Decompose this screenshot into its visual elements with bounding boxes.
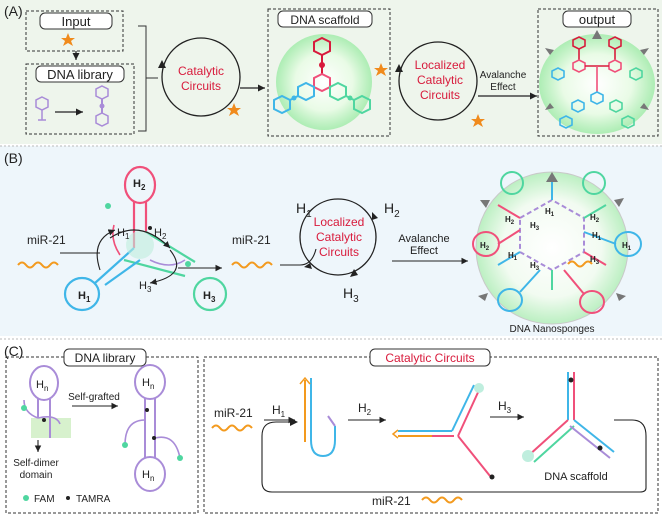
ns-h1-c: H1 xyxy=(508,251,518,262)
h1h2-complex-icon xyxy=(391,383,491,477)
avalanche-b-2: Effect xyxy=(410,245,438,257)
panel-b-label: (B) xyxy=(4,150,23,166)
panel-c-label: (C) xyxy=(4,343,23,359)
output-box xyxy=(537,8,659,137)
self-dimer-label-1: Self-dimer xyxy=(13,458,59,469)
output-label: output xyxy=(579,12,616,27)
ns-h2-b: H2 xyxy=(590,213,600,224)
nanosponge-network xyxy=(472,171,642,314)
localized-cycle-a xyxy=(398,41,478,121)
panel-a: (A) Input DNA library Catalytic Circuits xyxy=(0,0,662,144)
localized-label-1: Localized xyxy=(415,58,466,72)
ns-h2-a: H2 xyxy=(505,215,515,226)
ns-h3-c: H3 xyxy=(530,261,540,272)
cycle-h1: H1 xyxy=(296,200,312,220)
catalytic-label-2: Circuits xyxy=(181,79,221,93)
three-way-junction xyxy=(63,165,228,312)
step-h3: H3 xyxy=(498,399,512,415)
arrow-h1: H1 xyxy=(117,227,130,241)
localized-cycle-b xyxy=(299,198,377,276)
output-diffusion-arrows xyxy=(545,30,649,110)
mir21-input-icon xyxy=(211,424,253,432)
scaffold-product-icon xyxy=(522,372,615,463)
cycle-h2: H2 xyxy=(384,200,400,220)
localized-b-2: Catalytic xyxy=(316,230,362,244)
mir21-strand-icon xyxy=(17,261,59,269)
input-star-icon xyxy=(61,33,75,46)
input-label: Input xyxy=(62,14,91,29)
scaffold-hexagon-icon xyxy=(273,36,371,115)
avalanche-a-1: Avalanche xyxy=(480,70,527,81)
cycle-h3: H3 xyxy=(343,285,359,305)
tamra-label: TAMRA xyxy=(76,494,111,505)
scaffold-star-icon xyxy=(374,63,388,76)
localized-b-1: Localized xyxy=(314,215,365,229)
dna-scaffold-label: DNA scaffold xyxy=(290,13,359,27)
panel-c: (C) DNA library Hn Self-dimer domain Sel… xyxy=(0,338,662,514)
ns-h1-loop: H1 xyxy=(622,241,632,252)
self-dimer-label-2: domain xyxy=(20,470,53,481)
catalytic-label-1: Catalytic xyxy=(178,64,224,78)
localized-label-3: Circuits xyxy=(420,88,460,102)
input-box xyxy=(25,10,124,52)
hn-monomer-icon xyxy=(23,365,61,438)
self-grafted-label: Self-grafted xyxy=(68,392,120,403)
mir-out-label: miR-21 xyxy=(372,494,411,508)
mir-left-label: miR-21 xyxy=(27,233,66,247)
hn-label-monomer: Hn xyxy=(36,379,48,393)
dna-library-label: DNA library xyxy=(47,67,113,82)
avalanche-a-2: Effect xyxy=(490,82,516,93)
catalytic-c-label: Catalytic Circuits xyxy=(385,351,474,365)
output-network-icon xyxy=(551,36,643,129)
hairpin-h1-left: H1 xyxy=(78,290,91,304)
hairpin-h3-right: H3 xyxy=(203,290,216,304)
hn-label-dimer-bottom: Hn xyxy=(142,469,154,483)
hn-label-dimer-top: Hn xyxy=(142,377,154,391)
h1-hybrid-icon xyxy=(299,376,336,458)
input-label-box xyxy=(39,12,113,30)
mir21-mid-strand-icon xyxy=(231,261,273,269)
dna-scaffold-box xyxy=(267,8,391,137)
dna-library-box xyxy=(25,63,135,135)
ns-h3-a: H3 xyxy=(530,221,540,232)
localized-b-3: Circuits xyxy=(319,245,359,259)
ns-h1-a: H1 xyxy=(545,207,555,218)
mir-in-label: miR-21 xyxy=(214,406,253,420)
nanosponge-diffusion-arrows xyxy=(478,172,626,301)
tamra-marker-icon xyxy=(66,496,70,500)
nanosponges-label: DNA Nanosponges xyxy=(509,324,594,335)
step-h2: H2 xyxy=(358,401,372,417)
arrow-h3: H3 xyxy=(139,280,152,294)
panel-a-label: (A) xyxy=(4,3,23,19)
scaffold-glow xyxy=(276,34,372,130)
catalyst-star-icon xyxy=(227,103,241,116)
ns-h1-b: H1 xyxy=(592,231,602,242)
avalanche-b-1: Avalanche xyxy=(398,233,449,245)
ns-h2-loop: H2 xyxy=(480,241,490,252)
mir-mid-label: miR-21 xyxy=(232,233,271,247)
arrow-h2: H2 xyxy=(154,227,167,241)
fam-marker-icon xyxy=(23,495,29,501)
hn-dimer-icon xyxy=(124,364,181,492)
hairpin-h2-top: H2 xyxy=(133,178,146,192)
mir21-output-icon xyxy=(421,496,463,504)
localized-star-icon xyxy=(471,114,485,127)
catalytic-cycle-a xyxy=(161,37,241,117)
ns-h3-d: H3 xyxy=(590,255,600,266)
step-h1: H1 xyxy=(272,403,286,419)
panel-b: (B) miR-21 H2 H1 H3 H1 xyxy=(0,145,662,336)
localized-label-2: Catalytic xyxy=(417,73,463,87)
dna-scaffold-c-label: DNA scaffold xyxy=(544,471,607,483)
dna-library-c-label: DNA library xyxy=(75,351,136,365)
fam-label: FAM xyxy=(34,494,55,505)
